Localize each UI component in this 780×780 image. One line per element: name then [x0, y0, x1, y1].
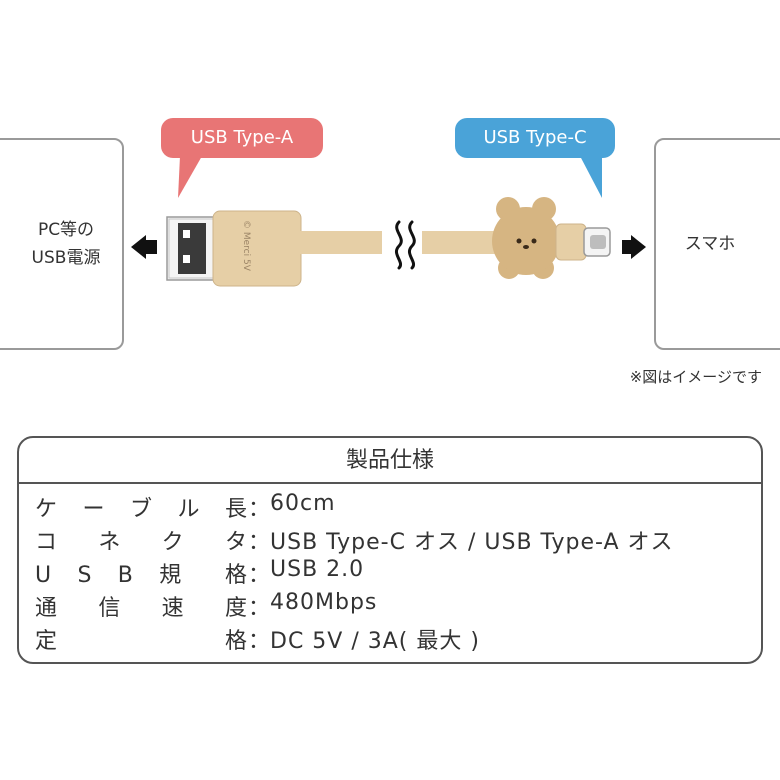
spec-key: 通 信 速 度: [35, 596, 248, 621]
spec-box: 製品仕様 ケ ー ブ ル 長 ：60cm コ ネ ク タ ：USB Type-C…: [17, 436, 763, 664]
flat-cable-left: [300, 231, 382, 254]
spec-key: ケ ー ブ ル 長: [35, 497, 248, 522]
usb-type-a-plug: [166, 216, 216, 281]
pc-power-source-label: PC等の USB電源: [31, 220, 101, 268]
spec-value: USB Type-C オス / USB Type-A オス: [270, 530, 674, 555]
spec-value: 480Mbps: [270, 590, 378, 615]
spec-row-transfer-speed: 通 信 速 度 ：480Mbps: [35, 590, 377, 622]
spec-separator: ：: [248, 596, 271, 621]
smartphone-box: [654, 138, 780, 350]
spec-value: 60cm: [270, 491, 336, 516]
cable-print-text: © Merci 5V: [241, 220, 251, 272]
flat-cable-right: [422, 231, 502, 254]
spec-separator: ：: [248, 629, 271, 654]
cable-illustration: © Merci 5V: [131, 156, 646, 287]
cable-break-icon: [394, 220, 416, 270]
spec-separator: ：: [248, 563, 271, 588]
spec-key: U S B 規 格: [35, 563, 248, 588]
image-disclaimer-note: ※図はイメージです: [629, 368, 762, 386]
spec-separator: ：: [248, 530, 271, 555]
spec-title: 製品仕様: [345, 448, 434, 473]
usb-type-a-housing: © Merci 5V: [212, 210, 302, 287]
usb-type-c-callout: USB Type-C: [455, 118, 615, 158]
spec-key: コ ネ ク タ: [35, 530, 248, 555]
spec-row-cable-length: ケ ー ブ ル 長 ：60cm: [35, 491, 336, 523]
pc-power-source-box: [0, 138, 124, 350]
spec-separator: ：: [248, 497, 271, 522]
spec-value: USB 2.0: [270, 557, 365, 582]
usb-type-c-callout-tail: [580, 156, 602, 198]
spec-value: DC 5V / 3A( 最大 ): [270, 629, 480, 654]
usb-type-a-callout: USB Type-A: [161, 118, 323, 158]
usb-type-a-callout-tail: [178, 156, 202, 198]
arrow-right-icon: [622, 235, 646, 259]
spec-divider: [19, 482, 761, 484]
spec-row-connector: コ ネ ク タ ：USB Type-C オス / USB Type-A オス: [35, 524, 674, 556]
spec-row-usb-standard: U S B 規 格 ：USB 2.0: [35, 557, 364, 589]
spec-key: 定 格: [35, 629, 248, 654]
usb-type-c-plug: [555, 223, 611, 261]
smartphone-label: スマホ: [684, 234, 736, 254]
spec-row-rating: 定 格 ：DC 5V / 3A( 最大 ): [35, 623, 480, 655]
arrow-left-icon: [131, 235, 157, 259]
bear-head-icon: [492, 197, 560, 279]
